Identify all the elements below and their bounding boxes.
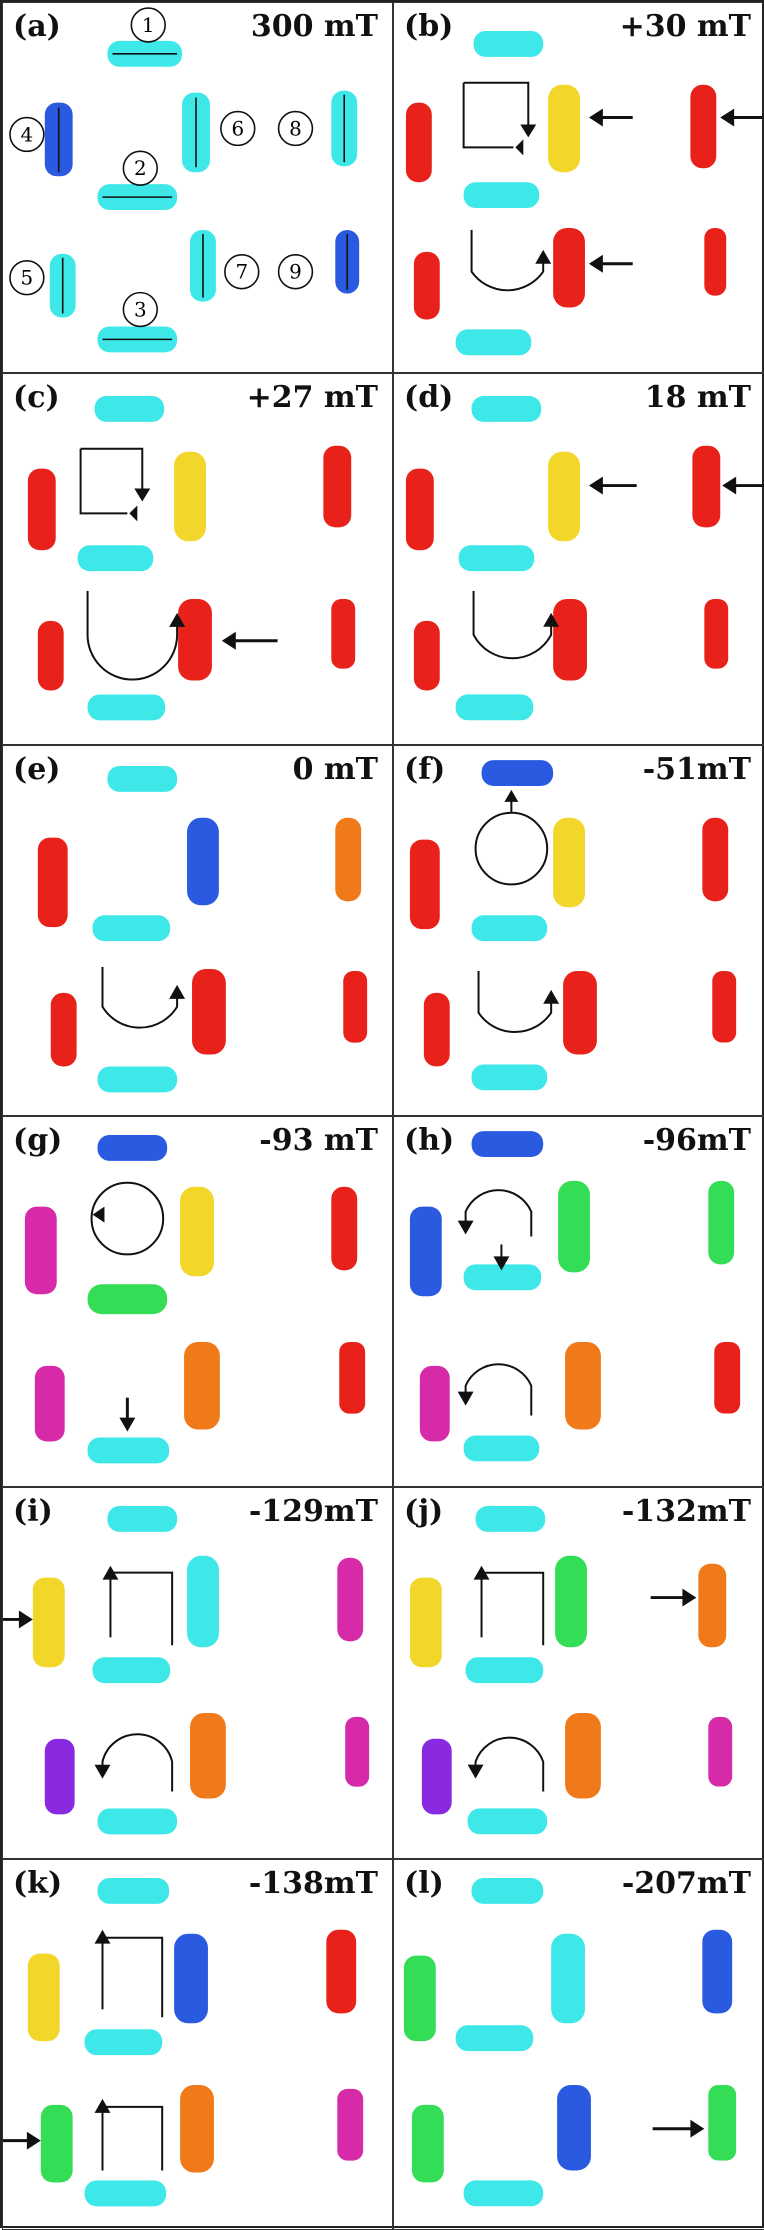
field-value: -51mT	[642, 751, 751, 787]
island-number-7: 7	[235, 261, 248, 284]
panel-label: (c)	[13, 380, 60, 416]
panel-b: (b) +30 mT	[393, 2, 764, 374]
island-number-8: 8	[289, 117, 302, 140]
panel-a: 1 2 3 4 5 6 7 8 9 (a) 300 mT	[2, 2, 393, 374]
island-number-6: 6	[231, 117, 244, 140]
panel-h-drawing	[409, 1131, 741, 1462]
panel-label: (e)	[13, 751, 61, 787]
panel-f-drawing	[409, 759, 737, 1090]
panel-j: (j) -132mT	[393, 1487, 764, 1859]
field-value: +30 mT	[619, 9, 751, 44]
island-number-4: 4	[21, 123, 34, 146]
panel-k: (k) -138mT	[2, 1858, 393, 2230]
island-number-2: 2	[134, 157, 147, 180]
panel-b-drawing	[405, 31, 763, 356]
panel-label: (g)	[13, 1122, 63, 1158]
panel-d: (d) 18 mT	[393, 373, 764, 745]
panel-label: (k)	[13, 1865, 63, 1901]
panel-a-drawing: 1 2 3 4 5 6 7 8 9	[9, 7, 360, 353]
panel-label: (d)	[404, 380, 454, 416]
panel-g-drawing	[24, 1135, 366, 1464]
panel-f: (f) -51mT	[393, 744, 764, 1116]
panel-label: (l)	[404, 1865, 444, 1901]
panel-c-drawing	[27, 396, 356, 721]
panel-h: (h) -96mT	[393, 1115, 764, 1488]
panel-label: (i)	[13, 1494, 53, 1530]
panel-l: (l) -207mT	[393, 1858, 764, 2230]
field-value: +27 mT	[246, 380, 378, 416]
island-number-5: 5	[21, 267, 34, 290]
panel-g: (g) -93 mT	[2, 1115, 393, 1488]
panel-l-drawing	[403, 1877, 737, 2206]
panel-e-drawing	[37, 765, 368, 1092]
island-number-9: 9	[289, 261, 302, 284]
panel-label: (f)	[404, 751, 446, 787]
field-value: -207mT	[621, 1865, 751, 1901]
panel-label: (j)	[404, 1494, 444, 1530]
field-value: -132mT	[621, 1494, 751, 1530]
panel-label: (a)	[13, 9, 61, 44]
field-value: 300 mT	[250, 9, 378, 44]
panel-label: (h)	[404, 1122, 455, 1158]
island-number-1: 1	[142, 14, 155, 37]
field-value: -93 mT	[259, 1122, 378, 1158]
field-value: -96mT	[642, 1122, 751, 1158]
panel-d-drawing	[405, 396, 764, 721]
panel-k-drawing	[3, 1877, 364, 2206]
panel-i-drawing	[3, 1506, 370, 1835]
field-value: -138mT	[248, 1865, 378, 1901]
panel-i: (i) -129mT	[2, 1487, 393, 1859]
panel-c: (c) +27 mT	[2, 373, 393, 745]
field-value: 18 mT	[644, 380, 751, 416]
panel-label: (b)	[404, 9, 454, 44]
panel-j-drawing	[409, 1506, 733, 1835]
panel-e: (e) 0 mT	[2, 744, 393, 1116]
field-value: -129mT	[248, 1494, 378, 1530]
field-value: 0 mT	[292, 751, 378, 787]
island-number-3: 3	[134, 299, 147, 322]
